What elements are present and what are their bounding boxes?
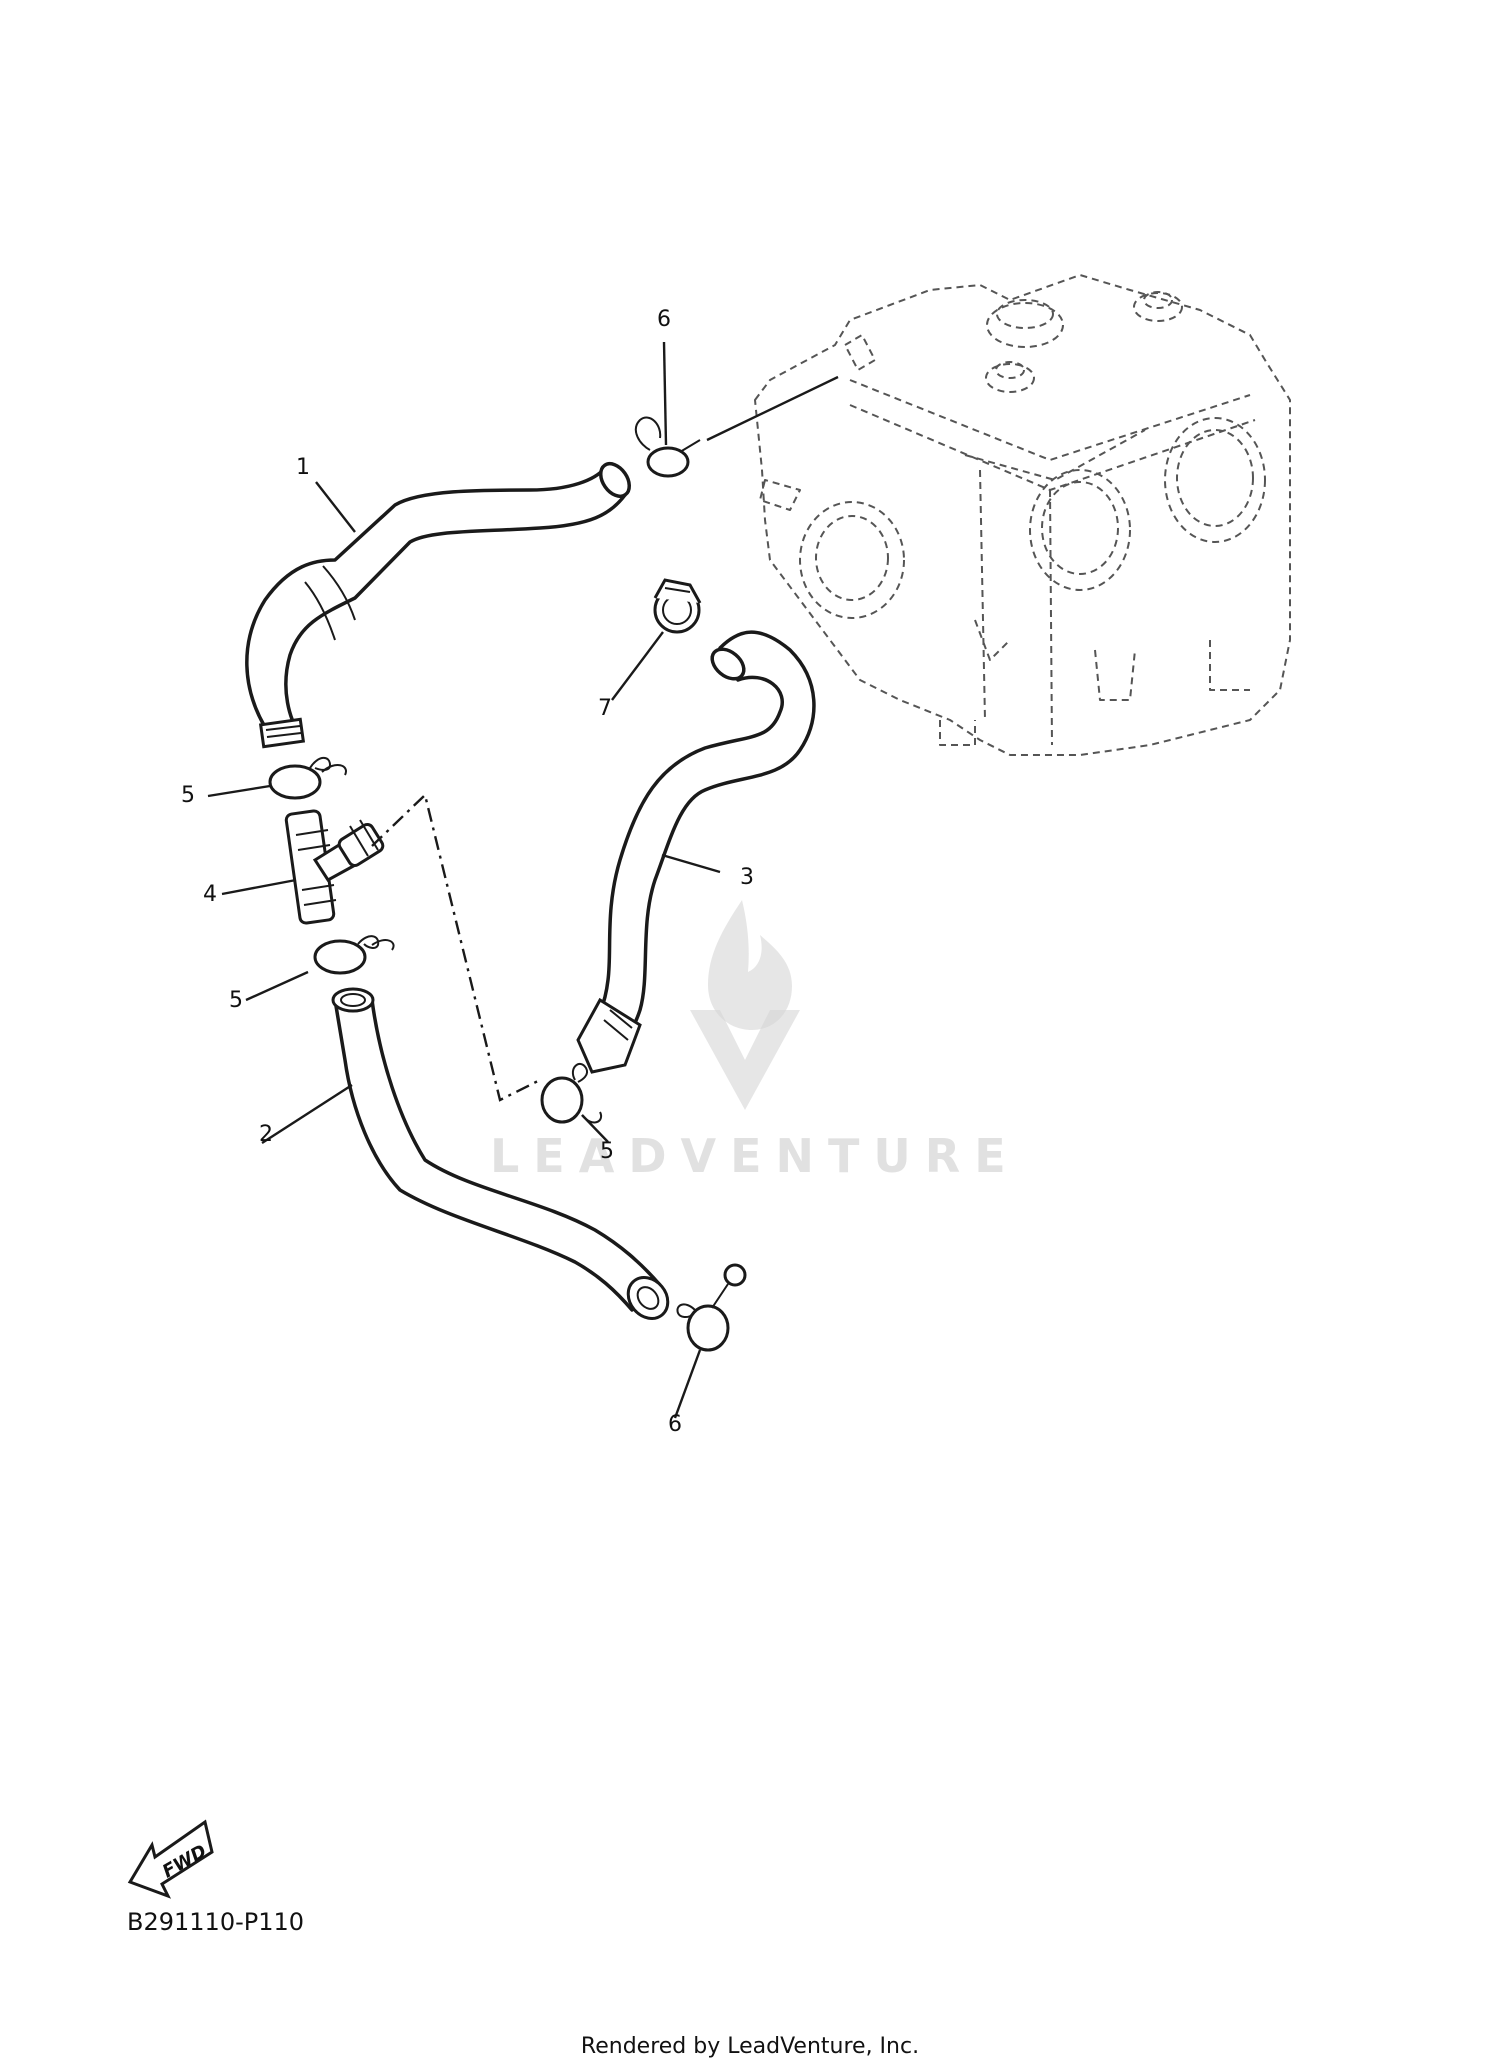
watermark-flame-icon	[708, 900, 792, 1030]
hose-3	[576, 630, 816, 1074]
watermark-v-icon	[690, 1010, 800, 1110]
clamp-5-middle	[313, 935, 395, 975]
leader-lines	[207, 341, 839, 1419]
callout-3: 3	[740, 865, 754, 890]
callout-6-upper: 6	[657, 307, 671, 332]
callout-5-lower: 5	[600, 1139, 614, 1164]
callout-1: 1	[296, 455, 310, 480]
watermark: LEADVENTURE	[490, 900, 1020, 1183]
callout-5-middle: 5	[229, 988, 243, 1013]
callout-7: 7	[598, 696, 612, 721]
callouts: 1 2 3 4 5 5 5 6 6 7	[181, 307, 754, 1437]
callout-2: 2	[259, 1122, 273, 1147]
clamp-5-upper	[268, 756, 347, 800]
hose-1	[245, 461, 632, 749]
watermark-text: LEADVENTURE	[490, 1129, 1020, 1183]
callout-6-lower: 6	[668, 1412, 682, 1437]
clamp-5-lower	[540, 1062, 603, 1124]
footer-credit: Rendered by LeadVenture, Inc.	[580, 2034, 920, 2059]
reference-code: B291110-P110	[127, 1908, 305, 1936]
callout-5-upper: 5	[181, 783, 195, 808]
fwd-arrow-icon: FWD	[127, 1819, 214, 1899]
clip-6-lower	[676, 1263, 747, 1352]
clip-6-upper	[634, 416, 701, 478]
cylinder-head-outline	[754, 274, 1291, 756]
callout-4: 4	[203, 882, 217, 907]
joint-4	[284, 809, 385, 925]
hose-2	[331, 987, 670, 1320]
clamp-7	[653, 578, 702, 634]
